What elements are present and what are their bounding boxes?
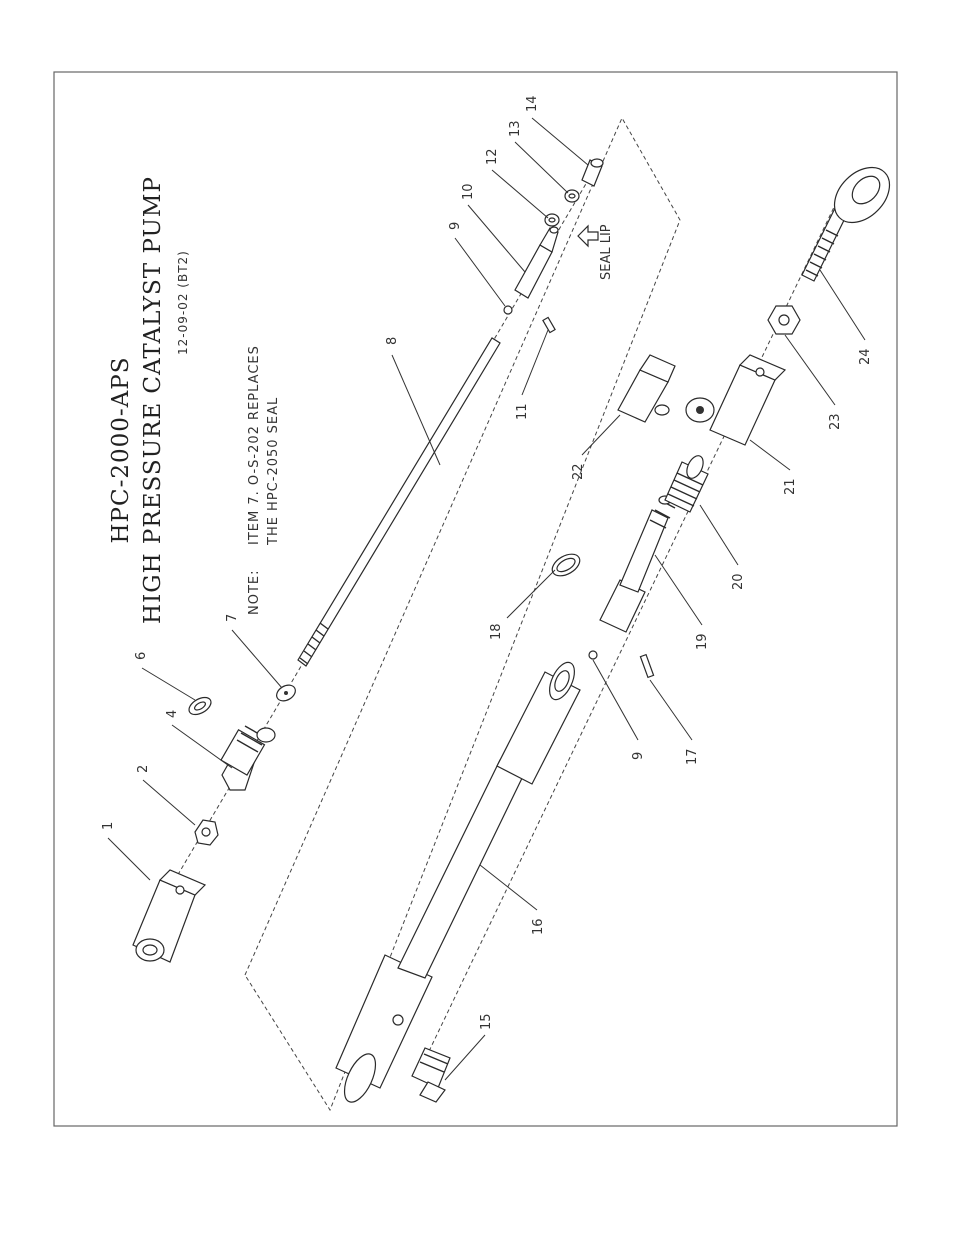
leader-19 — [655, 555, 702, 625]
label-part-21: 21 — [783, 478, 798, 495]
part-ring-13-hole — [569, 194, 575, 198]
date-line: 12-09-02 (BT2) — [176, 250, 190, 355]
drawing-border — [54, 72, 897, 1126]
label-part-20: 20 — [731, 573, 746, 590]
leader-9a — [455, 238, 505, 306]
leader-4 — [172, 725, 232, 768]
label-part-17: 17 — [685, 748, 700, 765]
part-plunger-10 — [515, 227, 558, 298]
part-rod-end-24 — [802, 157, 900, 281]
leader-11 — [522, 330, 548, 395]
title-line-1: HPC-2000-APS — [108, 356, 134, 543]
part-pin-11 — [543, 317, 555, 332]
leader-18 — [507, 570, 555, 618]
lower-axis — [420, 205, 835, 1070]
label-part-22: 22 — [571, 463, 586, 480]
note-label: NOTE: — [247, 570, 262, 616]
leader-9b — [593, 660, 638, 740]
leader-1 — [108, 838, 150, 880]
seal-lip-arrow-icon — [578, 226, 598, 246]
label-part-14: 14 — [525, 95, 540, 112]
leader-6 — [142, 668, 195, 700]
label-part-8: 8 — [385, 337, 400, 345]
part-seal-7-hole — [284, 691, 288, 695]
part-cylinder-16 — [336, 659, 580, 1107]
part-fitting-4 — [221, 726, 275, 790]
part-valve-19 — [600, 496, 675, 632]
label-part-19: 19 — [695, 633, 710, 650]
leader-24 — [820, 270, 865, 340]
leader-21 — [750, 440, 790, 470]
leader-10 — [468, 205, 525, 272]
title-line-2: HIGH PRESSURE CATALYST PUMP — [140, 176, 166, 624]
label-part-2: 2 — [136, 765, 151, 773]
label-part-23: 23 — [828, 413, 843, 430]
note-line-1: ITEM 7. O-S-202 REPLACES — [247, 345, 262, 545]
note-line-2: THE HPC-2050 SEAL — [266, 397, 281, 546]
leader-12 — [492, 170, 548, 218]
label-part-13: 13 — [508, 120, 523, 137]
leader-8 — [392, 355, 440, 465]
leader-13 — [515, 142, 568, 193]
leader-20 — [700, 505, 738, 565]
leader-17 — [650, 680, 692, 740]
label-part-18: 18 — [489, 623, 504, 640]
part-pin-17 — [640, 655, 653, 678]
part-elbow-22 — [618, 355, 714, 422]
leader-23 — [785, 335, 835, 405]
leader-16 — [480, 865, 537, 910]
part-clevis — [133, 870, 205, 962]
leader-2 — [143, 780, 195, 825]
seal-lip-label: SEAL LIP — [599, 224, 614, 280]
label-part-10: 10 — [461, 183, 476, 200]
part-ring-12-hole — [549, 218, 555, 222]
part-block-21 — [710, 355, 785, 445]
leader-14 — [532, 118, 588, 165]
leader-15 — [445, 1035, 485, 1080]
label-part-9-lower: 9 — [631, 752, 646, 760]
part-bushing-20 — [665, 453, 708, 512]
label-part-24: 24 — [858, 348, 873, 365]
part-ball-9-lower — [589, 651, 597, 659]
label-part-7: 7 — [225, 614, 240, 622]
part-fitting-15 — [412, 1048, 450, 1102]
part-rod-8 — [298, 338, 500, 666]
label-part-6: 6 — [134, 652, 149, 660]
label-part-9-upper: 9 — [448, 222, 463, 230]
label-part-1: 1 — [101, 822, 116, 830]
label-part-15: 15 — [479, 1013, 494, 1030]
part-ball-9-upper — [504, 306, 512, 314]
part-nut-23 — [768, 306, 800, 334]
label-part-16: 16 — [531, 918, 546, 935]
leader-7 — [232, 630, 282, 688]
label-part-11: 11 — [515, 403, 530, 420]
label-part-12: 12 — [485, 148, 500, 165]
part-nut-2 — [195, 820, 218, 845]
label-part-4: 4 — [165, 710, 180, 718]
